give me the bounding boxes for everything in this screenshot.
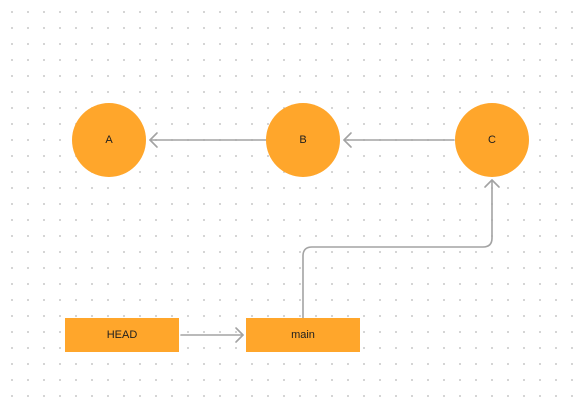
arrowhead-icon: [484, 179, 500, 188]
commit-label-c: C: [488, 134, 496, 146]
edge-main-to-c: [302, 179, 500, 319]
commit-node-a[interactable]: A: [72, 103, 146, 177]
ref-head-box[interactable]: HEAD: [65, 318, 179, 352]
arrowhead-icon: [235, 327, 244, 343]
edge-b-to-a: [149, 132, 267, 148]
ref-main-label: main: [291, 329, 315, 341]
commit-node-c[interactable]: C: [455, 103, 529, 177]
ref-main-box[interactable]: main: [246, 318, 360, 352]
commit-node-b[interactable]: B: [266, 103, 340, 177]
ref-head-label: HEAD: [106, 329, 138, 341]
edge-head-to-main: [180, 327, 244, 343]
arrowhead-icon: [149, 132, 158, 148]
edge-c-to-b: [343, 132, 455, 148]
commit-label-b: B: [299, 134, 307, 146]
arrowhead-icon: [343, 132, 352, 148]
commit-label-a: A: [105, 134, 113, 146]
